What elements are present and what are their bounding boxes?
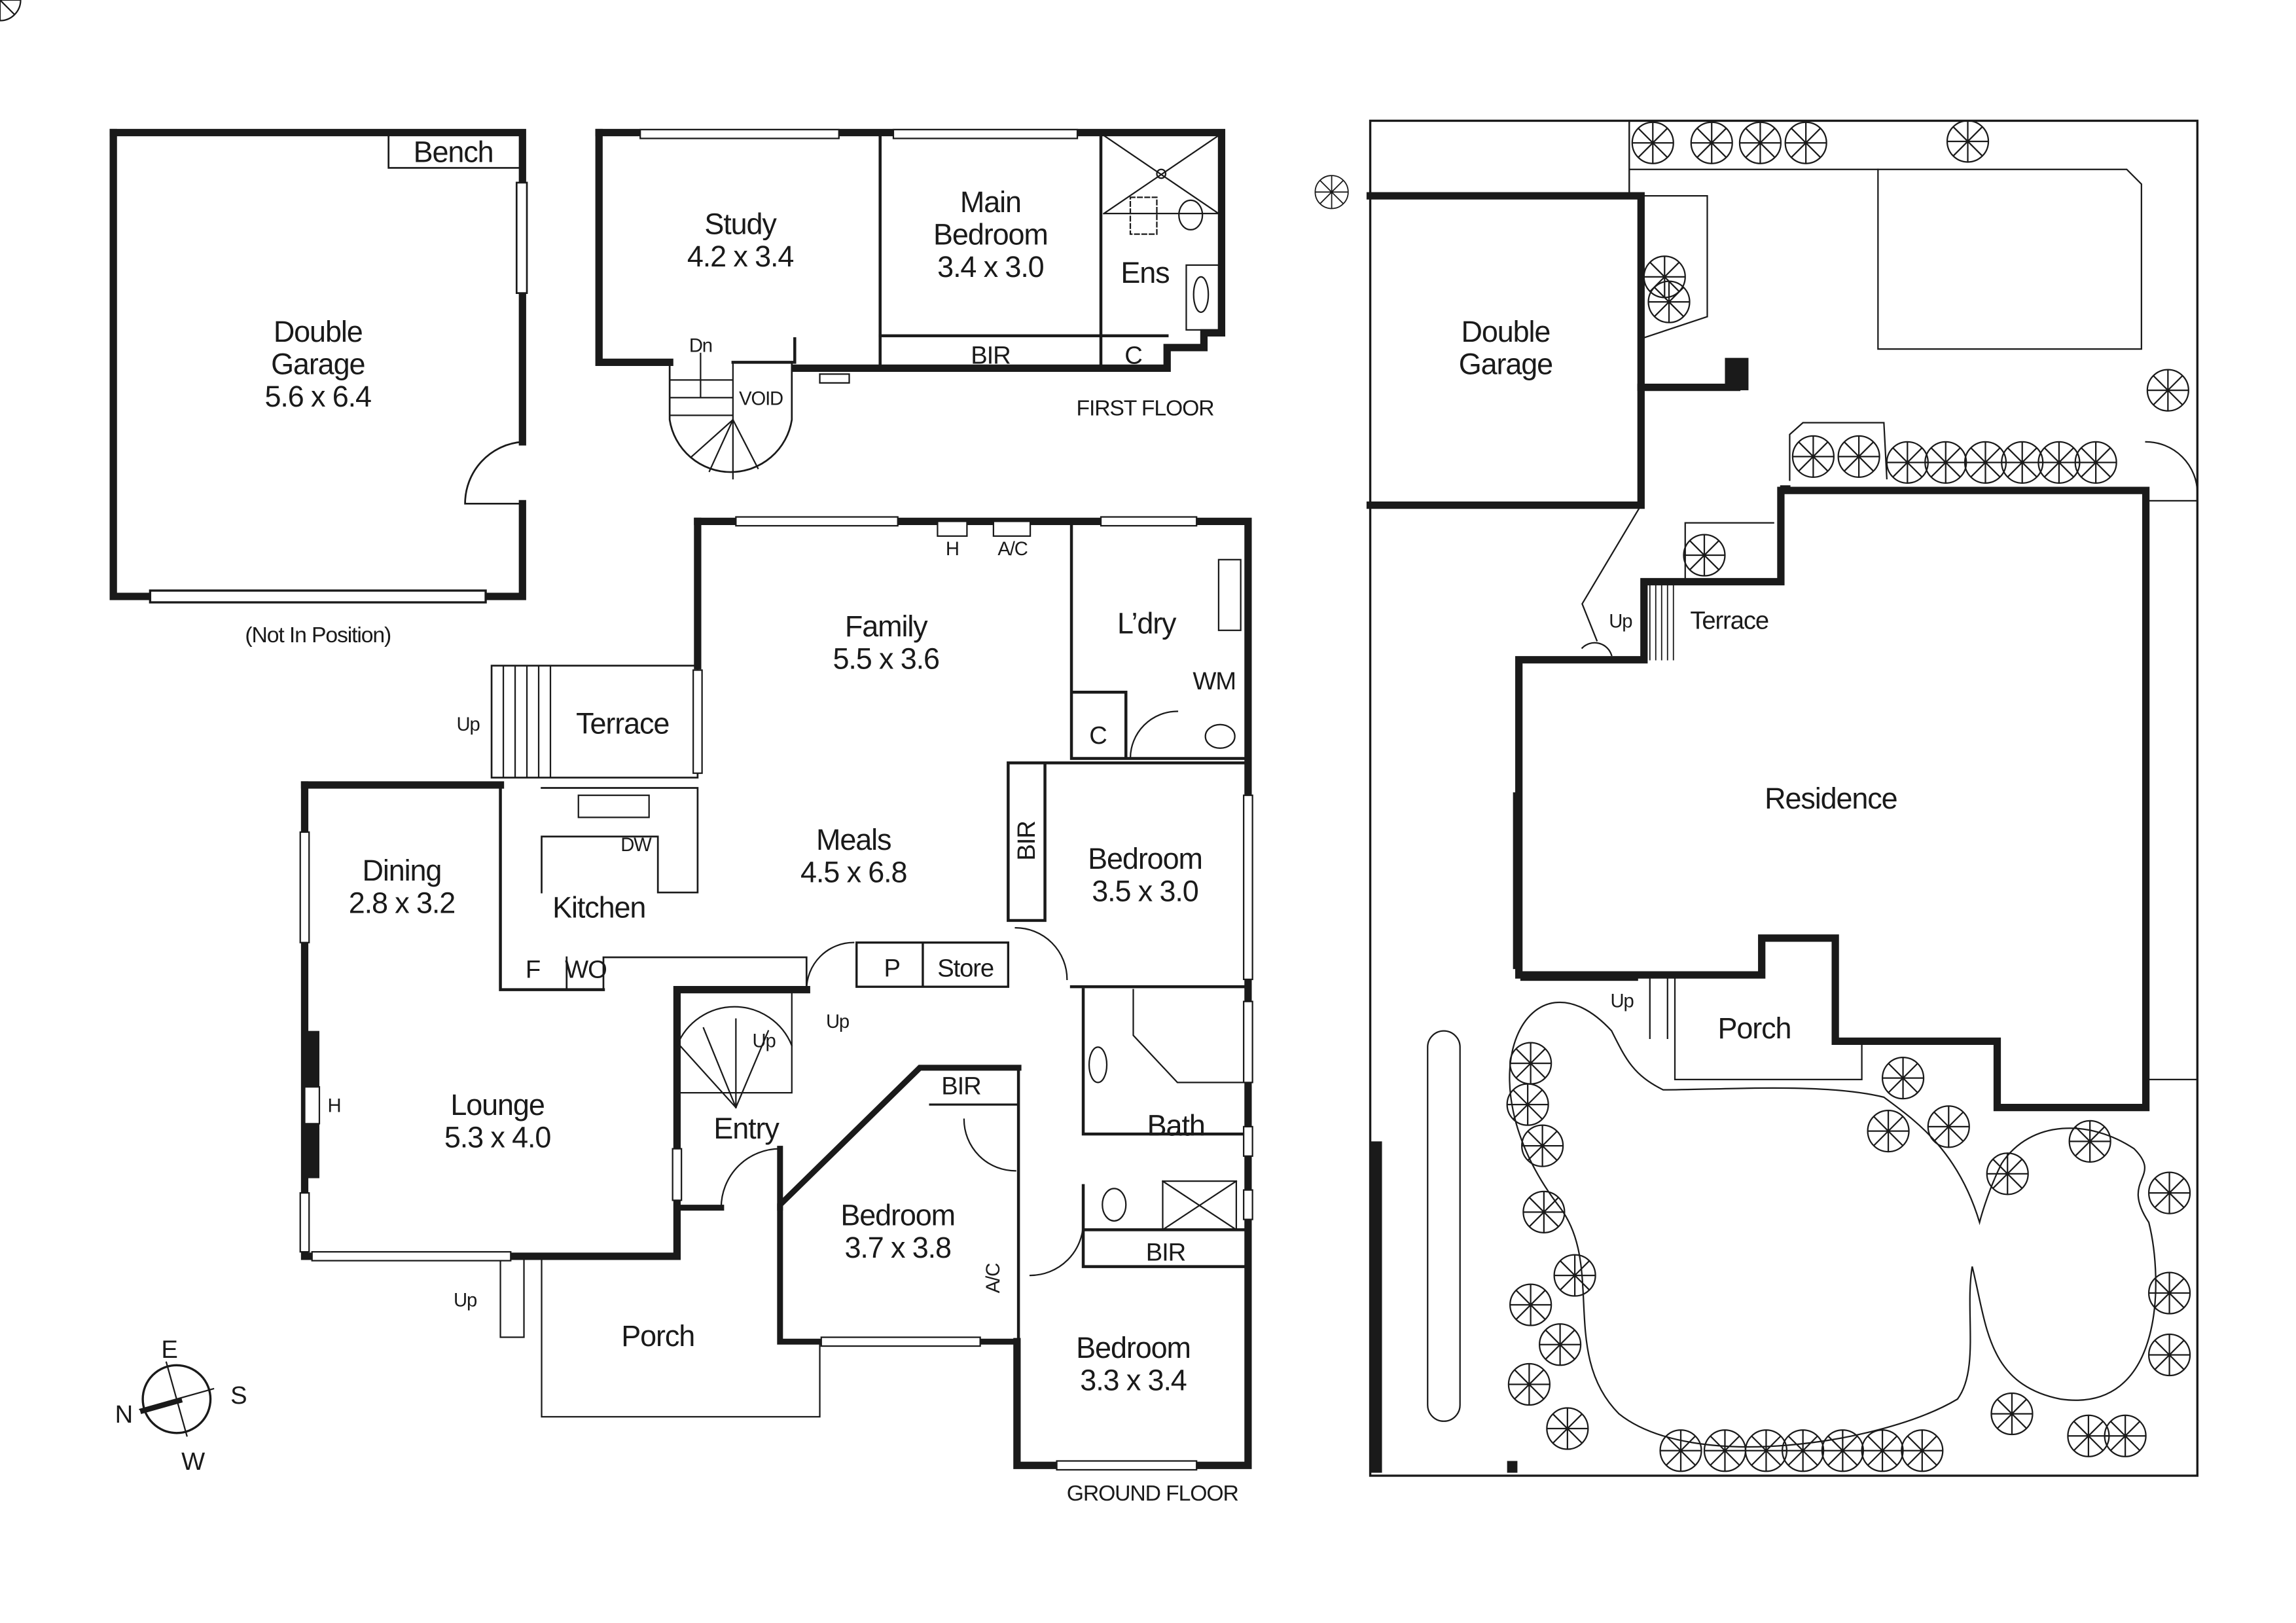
bedroom-4-label: Bedroom	[1076, 1332, 1191, 1366]
main-bedroom-label-line1: Main	[960, 187, 1022, 220]
compass-south: S	[230, 1381, 247, 1410]
site-garage-label-line1: Double	[1461, 316, 1551, 350]
bedroom-4-dimensions: 3.3 x 3.4	[1080, 1365, 1187, 1398]
compass-east: E	[161, 1336, 177, 1364]
ground-floor-caption: GROUND FLOOR	[1066, 1481, 1239, 1507]
compass-north: N	[115, 1400, 134, 1429]
lounge-heater-label: H	[327, 1094, 341, 1117]
compass-rose	[139, 1361, 215, 1437]
garage-bench-label: Bench	[413, 137, 494, 170]
site-porch-label: Porch	[1717, 1013, 1792, 1046]
first-floor-cupboard-label: C	[1124, 341, 1143, 370]
entry-label: Entry	[713, 1113, 779, 1146]
bedroom-4-bir-label: BIR	[1145, 1238, 1186, 1267]
entry-stairs-up-label: Up	[825, 1010, 850, 1032]
garage-name-line1: Double	[273, 316, 363, 350]
family-aircon-label: A/C	[997, 538, 1028, 560]
lounge-dimensions: 5.3 x 4.0	[444, 1122, 552, 1155]
main-bedroom-dimensions: 3.4 x 3.0	[937, 251, 1045, 285]
site-terrace-label: Terrace	[1690, 606, 1769, 635]
fridge-label: F	[525, 955, 541, 984]
site-porch-up-label: Up	[1610, 989, 1634, 1012]
first-floor-walls	[595, 128, 1226, 480]
terrace-label: Terrace	[576, 708, 670, 741]
lounge-label: Lounge	[450, 1089, 545, 1123]
porch-label: Porch	[621, 1321, 695, 1354]
kitchen-label: Kitchen	[552, 892, 646, 925]
first-floor-caption: FIRST FLOOR	[1076, 396, 1214, 422]
main-bir-label: BIR	[971, 341, 1011, 370]
washing-machine-label: WM	[1193, 667, 1236, 695]
family-dimensions: 5.5 x 3.6	[833, 644, 941, 676]
garage-walls	[109, 128, 528, 604]
site-plan-drawing	[1366, 119, 2198, 1477]
dining-dimensions: 2.8 x 3.2	[348, 888, 456, 921]
ground-floor-walls	[299, 516, 1253, 1471]
main-bedroom-label-line2: Bedroom	[933, 219, 1049, 252]
dining-label: Dining	[362, 855, 442, 888]
porch-up-label: Up	[454, 1288, 477, 1311]
compass-west: W	[181, 1448, 205, 1476]
site-garage-label-line2: Garage	[1458, 349, 1553, 382]
study-dimensions: 4.2 x 3.4	[687, 241, 795, 274]
site-residence-label: Residence	[1765, 783, 1898, 816]
garage-name-line2: Garage	[271, 349, 365, 382]
meals-dimensions: 4.5 x 6.8	[800, 857, 908, 890]
dishwasher-label: DW	[620, 833, 652, 856]
bedroom-3-bir-label: BIR	[941, 1072, 981, 1101]
bedroom-3-dimensions: 3.7 x 3.8	[844, 1232, 952, 1266]
bedroom-2-bir-label: BIR	[1013, 821, 1041, 861]
void-label: VOID	[739, 387, 783, 410]
entry-stairs-up-label-2: Up	[752, 1029, 776, 1052]
bedroom-2-label: Bedroom	[1088, 843, 1203, 877]
site-terrace-up-label: Up	[1609, 610, 1632, 632]
bedroom-2-dimensions: 3.5 x 3.0	[1092, 876, 1199, 909]
bedroom-3-aircon-label: A/C	[981, 1263, 1004, 1294]
study-label: Study	[704, 209, 777, 242]
garage-position-note: (Not In Position)	[245, 623, 391, 648]
family-heater-label: H	[945, 538, 960, 560]
stairs-down-label: Dn	[689, 334, 713, 357]
bath-label: Bath	[1147, 1110, 1206, 1143]
garage-dimensions: 5.6 x 6.4	[264, 381, 372, 414]
laundry-label: L’dry	[1117, 608, 1177, 641]
wall-oven-label: WO	[565, 955, 607, 984]
family-label: Family	[844, 611, 928, 644]
terrace-up-label: Up	[456, 712, 480, 735]
store-label: Store	[937, 954, 994, 983]
ensuite-label: Ens	[1121, 257, 1170, 291]
meals-label: Meals	[816, 824, 891, 858]
bedroom-3-label: Bedroom	[840, 1200, 956, 1233]
laundry-cupboard-label: C	[1089, 721, 1107, 750]
pantry-label: P	[884, 954, 901, 983]
